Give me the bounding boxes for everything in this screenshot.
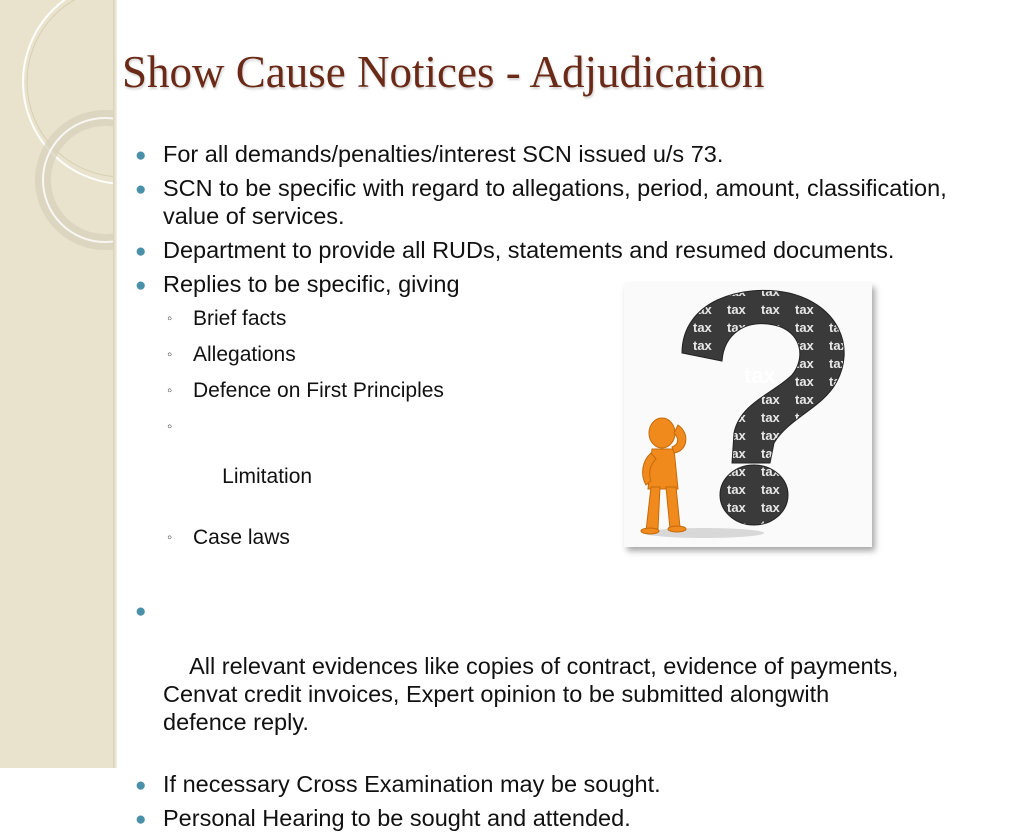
sub-bullet-text: Brief facts	[193, 307, 287, 330]
bullet-text: Replies to be specific, giving	[163, 271, 460, 297]
sub-bullet-item: ◦ Defence on First Principles	[135, 378, 995, 403]
sub-bullet-text: Allegations	[193, 343, 296, 366]
sidebar-edge	[113, 0, 117, 768]
bullet-dot-icon: ●	[135, 241, 147, 262]
sub-bullet-item: ◦ Brief facts	[135, 306, 995, 331]
sub-bullet-text: Limitation	[216, 465, 313, 488]
bullet-item: ● Department to provide all RUDs, statem…	[135, 236, 903, 264]
bullet-item: ● Personal Hearing to be sought and atte…	[135, 804, 995, 832]
bullet-text: If necessary Cross Examination may be so…	[163, 771, 661, 797]
bullet-text: SCN to be specific with regard to allega…	[163, 175, 947, 229]
slide-title: Show Cause Notices - Adjudication	[122, 47, 765, 97]
circle-bullet-icon: ◦	[167, 310, 173, 327]
bullet-dot-icon: ●	[135, 145, 147, 166]
bullet-text: Personal Hearing to be sought and attend…	[163, 805, 631, 831]
sub-bullet-item: ◦ Limitation	[135, 414, 995, 514]
bullet-item: ● For all demands/penalties/interest SCN…	[135, 140, 995, 168]
question-mark-figure-icon: tax tax	[640, 289, 845, 538]
decorative-sidebar	[0, 0, 113, 768]
sub-bullet-text: Defence on First Principles	[193, 379, 444, 402]
bullet-dot-icon: ●	[135, 179, 147, 200]
bullet-dot-icon: ●	[135, 275, 147, 296]
circle-bullet-icon: ◦	[167, 418, 173, 435]
sub-bullet-item: ◦ Allegations	[135, 342, 995, 367]
sub-bullet-text: Case laws	[193, 526, 290, 549]
bullet-text: For all demands/penalties/interest SCN i…	[163, 141, 724, 167]
bullet-dot-icon: ●	[135, 601, 147, 622]
bullet-item: ● Replies to be specific, giving	[135, 270, 995, 298]
bullet-dot-icon: ●	[135, 809, 147, 830]
bullet-item: ● All relevant evidences like copies of …	[135, 596, 903, 764]
circle-bullet-icon: ◦	[167, 529, 173, 546]
bullet-text: Department to provide all RUDs, statemen…	[163, 237, 895, 263]
sidebar-circles-graphic	[22, 0, 113, 250]
bullet-dot-icon: ●	[135, 775, 147, 796]
bullet-item: ● If necessary Cross Examination may be …	[135, 770, 995, 798]
circle-bullet-icon: ◦	[167, 346, 173, 363]
sub-bullet-item: ◦ Case laws	[135, 525, 995, 550]
bullet-text: All relevant evidences like copies of co…	[163, 653, 905, 735]
bullet-item: ● SCN to be specific with regard to alle…	[135, 174, 995, 230]
tax-word: tax	[744, 363, 777, 388]
tax-question-mark-image: tax tax	[624, 283, 872, 547]
circle-bullet-icon: ◦	[167, 382, 173, 399]
